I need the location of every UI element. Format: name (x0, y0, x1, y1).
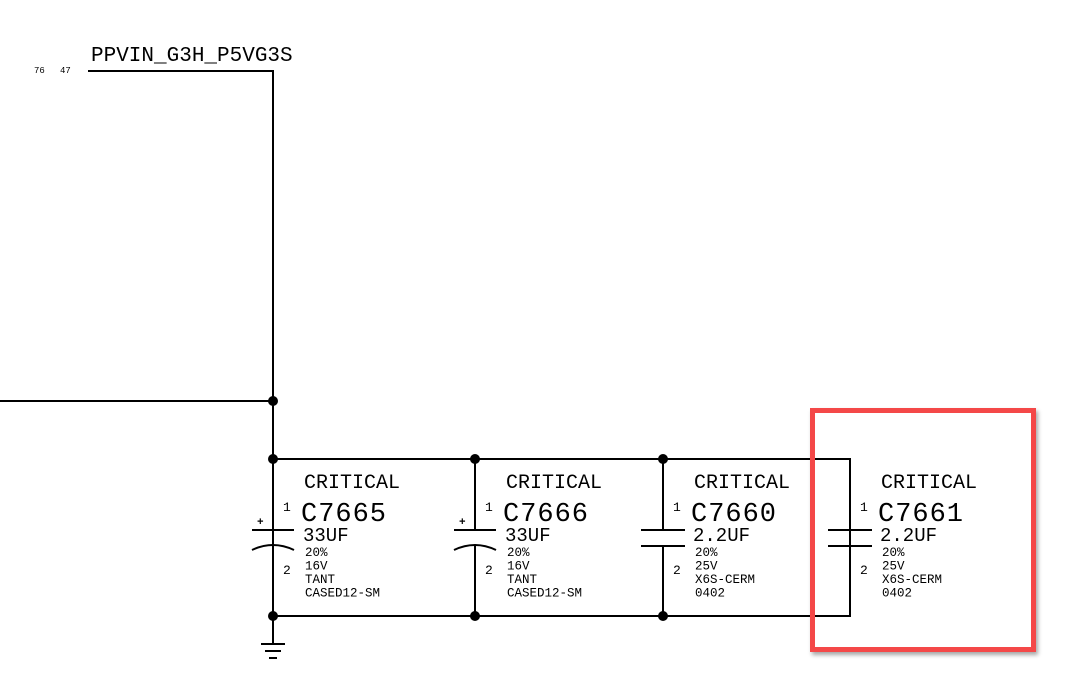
spec-line: 20% (695, 546, 718, 560)
highlight-box (810, 408, 1036, 652)
capacitance-value: 2.2UF (880, 525, 937, 547)
spec-line: 25V (695, 560, 718, 574)
page-ref-2: 47 (60, 66, 71, 76)
spec-line: 0402 (882, 587, 912, 601)
pin-2-label: 2 (860, 563, 868, 578)
pin-2-label: 2 (673, 563, 681, 578)
critical-label: CRITICAL (506, 472, 602, 495)
spec-line: 20% (882, 546, 905, 560)
reference-designator: C7666 (503, 500, 589, 530)
spec-line: 0402 (695, 587, 725, 601)
spec-line: TANT (507, 573, 538, 587)
capacitance-value: 2.2UF (693, 525, 750, 547)
pin-2-label: 2 (485, 563, 493, 578)
junction-dot (268, 396, 278, 406)
junction-dot (268, 611, 278, 621)
spec-line: 25V (882, 560, 905, 574)
pin-1-label: 1 (283, 500, 291, 515)
capacitance-value: 33UF (303, 525, 349, 547)
spec-line: 20% (305, 546, 328, 560)
capacitor-plates (641, 529, 685, 547)
pin-1-label: 1 (860, 500, 868, 515)
critical-label: CRITICAL (881, 472, 977, 495)
critical-label: CRITICAL (694, 472, 790, 495)
net-label[interactable]: PPVIN_G3H_P5VG3S (91, 45, 293, 68)
reference-designator: C7660 (691, 500, 777, 530)
spec-line: X6S-CERM (882, 573, 942, 587)
ground-icon (261, 616, 285, 659)
pin-1-label: 1 (485, 500, 493, 515)
capacitor-curved-plate (453, 544, 497, 551)
junction-dot (470, 611, 480, 621)
pin-2-label: 2 (283, 563, 291, 578)
reference-designator: C7661 (878, 500, 964, 530)
polarity-mark: + (459, 517, 466, 529)
spec-line: X6S-CERM (695, 573, 755, 587)
critical-label: CRITICAL (304, 472, 400, 495)
spec-line: TANT (305, 573, 336, 587)
spec-line: CASED12-SM (305, 587, 380, 601)
junction-dot (470, 454, 480, 464)
spec-line: 16V (507, 560, 530, 574)
rail-wires (273, 458, 851, 617)
polarity-mark: + (257, 517, 264, 529)
junction-dot (658, 454, 668, 464)
spec-line: 16V (305, 560, 328, 574)
junction-dot (658, 611, 668, 621)
net-wire (88, 70, 274, 616)
page-ref-1: 76 (34, 66, 45, 76)
spec-line: 20% (507, 546, 530, 560)
reference-designator: C7665 (301, 500, 387, 530)
pin-1-label: 1 (673, 500, 681, 515)
junction-dot (268, 454, 278, 464)
capacitor-curved-plate (251, 544, 295, 551)
capacitance-value: 33UF (505, 525, 551, 547)
spec-line: CASED12-SM (507, 587, 582, 601)
capacitor-plates (828, 529, 872, 547)
